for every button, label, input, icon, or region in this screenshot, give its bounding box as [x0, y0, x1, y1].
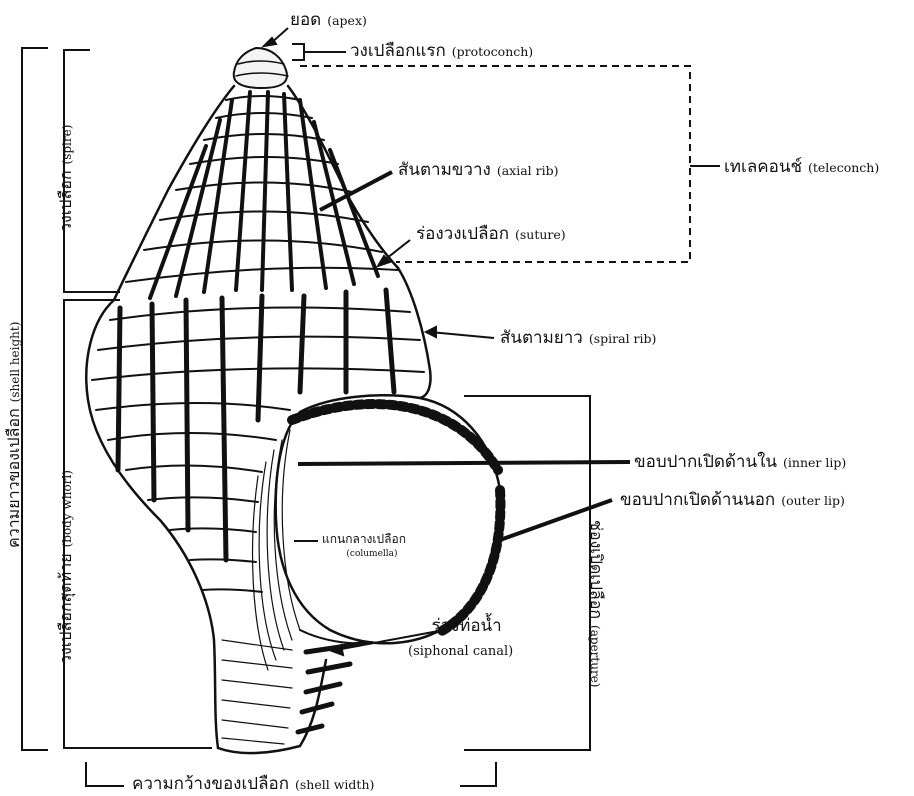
spiral-rib-label-en: (spiral rib): [589, 331, 657, 346]
shell-width-label-en: (shell width): [295, 777, 374, 792]
siphonal-canal-label-en: (siphonal canal): [408, 645, 513, 658]
protoconch-label-th: วงเปลือกแรก: [350, 41, 446, 61]
body-whorl-label-en: (body whorl): [60, 470, 74, 547]
inner-lip-label-en: (inner lip): [783, 455, 846, 470]
shell-height-label-th: ความยาวของเปลือก: [4, 408, 23, 548]
suture-label: ร่องวงเปลือก (suture): [416, 226, 566, 243]
shell-width-label-th: ความกว้างของเปลือก: [132, 774, 289, 794]
protoconch-label-en: (protoconch): [452, 44, 533, 59]
body-whorl-label: วงเปลือกสุดท้าย (body whorl): [58, 470, 74, 664]
spiral-rib-label-th: สันตามยาว: [500, 328, 583, 348]
teleconch-label: เทเลคอนช์ (teleconch): [724, 159, 879, 176]
apex-label-en: (apex): [327, 13, 367, 28]
outer-lip-label: ขอบปากเปิดด้านนอก (outer lip): [620, 492, 845, 509]
outer-lip-label-th: ขอบปากเปิดด้านนอก: [620, 490, 775, 510]
teleconch-label-en: (teleconch): [808, 160, 879, 175]
aperture-label-en: (aperture): [588, 625, 602, 687]
protoconch-label: วงเปลือกแรก (protoconch): [350, 43, 533, 60]
aperture-label-th: ช่องเปิดเปลือก: [587, 520, 606, 619]
inner-lip-label-th: ขอบปากเปิดด้านใน: [634, 452, 777, 472]
suture-label-en: (suture): [515, 227, 566, 242]
inner-lip-label: ขอบปากเปิดด้านใน (inner lip): [634, 454, 846, 471]
axial-rib-label-en: (axial rib): [497, 163, 559, 178]
spire-label: วงเปลือก (spire): [58, 125, 74, 232]
columella-label-en: (columella): [322, 550, 406, 559]
spiral-rib-label: สันตามยาว (spiral rib): [500, 330, 656, 347]
shell-height-label: ความยาวของเปลือก (shell height): [6, 322, 22, 548]
apex-label: ยอด (apex): [290, 12, 367, 29]
siphonal-canal-label-th: ร่องท่อน้ำ: [420, 618, 513, 635]
shell-width-label: ความกว้างของเปลือก (shell width): [132, 776, 374, 793]
outer-lip-label-en: (outer lip): [781, 493, 845, 508]
axial-rib-label: สันตามขวาง (axial rib): [398, 162, 558, 179]
columella-label-th: แกนกลางเปลือก: [322, 533, 406, 545]
columella-label: แกนกลางเปลือก (columella): [322, 533, 406, 559]
shell-height-label-en: (shell height): [8, 322, 22, 403]
siphonal-canal-label: ร่องท่อน้ำ (siphonal canal): [420, 618, 513, 658]
apex-label-th: ยอด: [290, 10, 321, 30]
suture-label-th: ร่องวงเปลือก: [416, 224, 509, 244]
body-whorl-label-th: วงเปลือกสุดท้าย: [56, 553, 75, 664]
axial-rib-label-th: สันตามขวาง: [398, 160, 491, 180]
spire-label-th: วงเปลือก: [56, 170, 75, 232]
spire-label-en: (spire): [60, 125, 74, 165]
aperture-label: ช่องเปิดเปลือก (aperture): [588, 520, 604, 687]
teleconch-label-th: เทเลคอนช์: [724, 157, 802, 177]
